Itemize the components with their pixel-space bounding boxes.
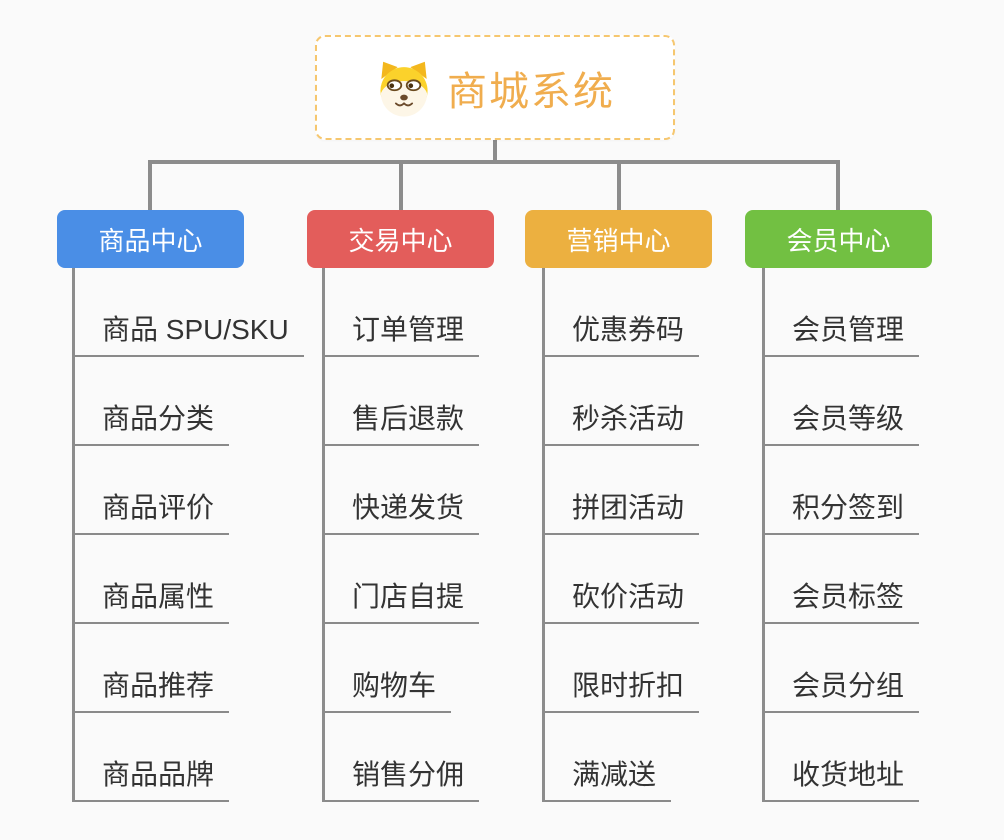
node-label: 优惠券码 bbox=[545, 308, 700, 357]
node-label: 收货地址 bbox=[765, 753, 920, 802]
node-label: 会员管理 bbox=[765, 308, 920, 357]
mindmap-node[interactable]: 会员标签 bbox=[765, 535, 920, 624]
mindmap-node[interactable]: 拼团活动 bbox=[545, 446, 700, 535]
branch-items-member-center: 会员管理 会员等级 积分签到 会员标签 会员分组 收货地址 bbox=[762, 268, 920, 802]
node-label: 拼团活动 bbox=[545, 486, 700, 535]
mindmap-node[interactable]: 商品评价 bbox=[75, 446, 304, 535]
connector-root-stem bbox=[493, 140, 497, 164]
connector-drop-branch-2 bbox=[399, 160, 403, 210]
mindmap-node[interactable]: 会员分组 bbox=[765, 624, 920, 713]
mindmap-node[interactable]: 优惠券码 bbox=[545, 268, 700, 357]
branch-header-trade-center[interactable]: 交易中心 bbox=[307, 210, 494, 268]
node-label: 秒杀活动 bbox=[545, 397, 700, 446]
dog-face-icon bbox=[380, 61, 428, 117]
branch-header-member-center[interactable]: 会员中心 bbox=[745, 210, 932, 268]
branch-header-product-center[interactable]: 商品中心 bbox=[57, 210, 244, 268]
mindmap-node[interactable]: 限时折扣 bbox=[545, 624, 700, 713]
branch-header-marketing-center[interactable]: 营销中心 bbox=[525, 210, 712, 268]
mindmap-node[interactable]: 会员管理 bbox=[765, 268, 920, 357]
node-label: 积分签到 bbox=[765, 486, 920, 535]
mindmap-node[interactable]: 销售分佣 bbox=[325, 713, 480, 802]
mindmap-node[interactable]: 会员等级 bbox=[765, 357, 920, 446]
mindmap-node[interactable]: 商品分类 bbox=[75, 357, 304, 446]
node-label: 销售分佣 bbox=[325, 753, 480, 802]
root-node[interactable]: 商城系统 bbox=[315, 35, 675, 140]
branch-items-product-center: 商品 SPU/SKU 商品分类 商品评价 商品属性 商品推荐 商品品牌 bbox=[72, 268, 304, 802]
mindmap-node[interactable]: 门店自提 bbox=[325, 535, 480, 624]
node-label: 商品分类 bbox=[75, 397, 230, 446]
node-label: 限时折扣 bbox=[545, 664, 700, 713]
mindmap-node[interactable]: 收货地址 bbox=[765, 713, 920, 802]
branch-items-trade-center: 订单管理 售后退款 快递发货 门店自提 购物车 销售分佣 bbox=[322, 268, 480, 802]
node-label: 门店自提 bbox=[325, 575, 480, 624]
mindmap-node[interactable]: 售后退款 bbox=[325, 357, 480, 446]
node-label: 订单管理 bbox=[325, 308, 480, 357]
mindmap-node[interactable]: 商品品牌 bbox=[75, 713, 304, 802]
node-label: 满减送 bbox=[545, 753, 672, 802]
connector-drop-branch-4 bbox=[836, 160, 840, 210]
connector-horizontal-bar bbox=[148, 160, 840, 164]
mindmap-node[interactable]: 商品属性 bbox=[75, 535, 304, 624]
node-label: 商品 SPU/SKU bbox=[75, 308, 304, 357]
node-label: 售后退款 bbox=[325, 397, 480, 446]
node-label: 砍价活动 bbox=[545, 575, 700, 624]
root-title: 商城系统 bbox=[447, 69, 615, 114]
mindmap-node[interactable]: 商品 SPU/SKU bbox=[75, 268, 304, 357]
mindmap-node[interactable]: 购物车 bbox=[325, 624, 479, 713]
mindmap-node[interactable]: 积分签到 bbox=[765, 446, 920, 535]
mindmap-node[interactable]: 订单管理 bbox=[325, 268, 480, 357]
node-label: 快递发货 bbox=[325, 486, 480, 535]
node-label: 购物车 bbox=[325, 664, 452, 713]
mindmap-node[interactable]: 砍价活动 bbox=[545, 535, 700, 624]
connector-drop-branch-1 bbox=[148, 160, 152, 210]
branch-items-marketing-center: 优惠券码 秒杀活动 拼团活动 砍价活动 限时折扣 满减送 bbox=[542, 268, 700, 802]
mindmap-node[interactable]: 满减送 bbox=[545, 713, 699, 802]
mindmap-node[interactable]: 秒杀活动 bbox=[545, 357, 700, 446]
mindmap-node[interactable]: 快递发货 bbox=[325, 446, 480, 535]
node-label: 商品评价 bbox=[75, 486, 230, 535]
node-label: 商品品牌 bbox=[75, 753, 230, 802]
node-label: 会员分组 bbox=[765, 664, 920, 713]
mindmap-node[interactable]: 商品推荐 bbox=[75, 624, 304, 713]
connector-drop-branch-3 bbox=[617, 160, 621, 210]
node-label: 商品属性 bbox=[75, 575, 230, 624]
node-label: 会员等级 bbox=[765, 397, 920, 446]
node-label: 会员标签 bbox=[765, 575, 920, 624]
node-label: 商品推荐 bbox=[75, 664, 230, 713]
